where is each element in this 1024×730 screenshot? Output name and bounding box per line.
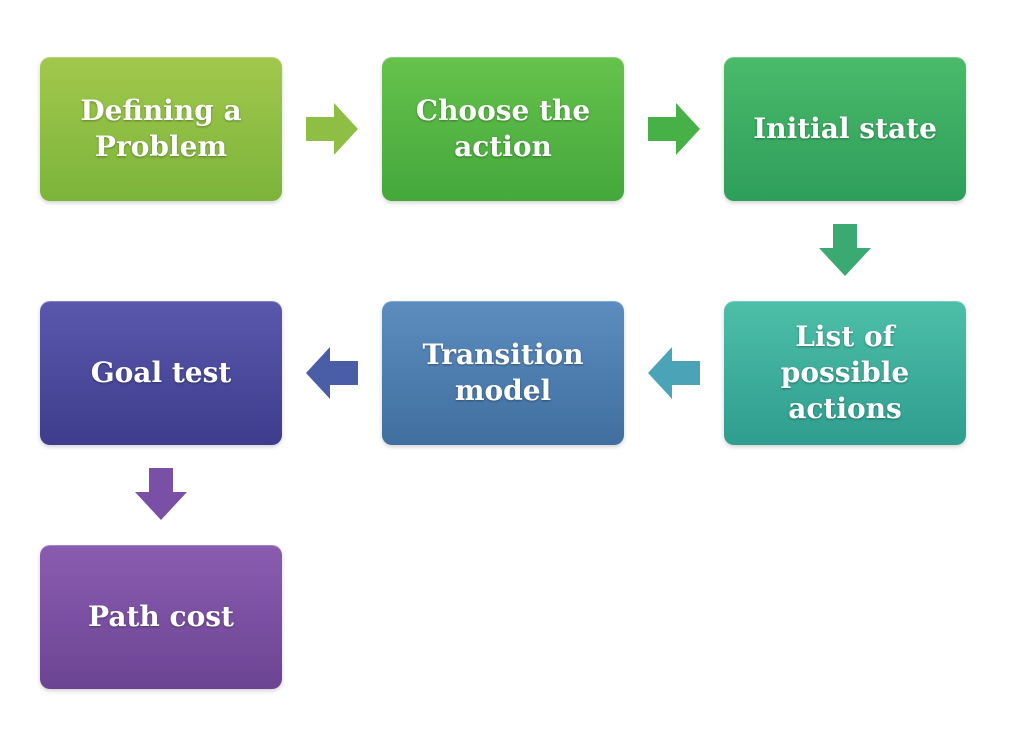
step-label: List of possible actions [780, 320, 910, 425]
step-transition-model: Transition model [382, 301, 624, 445]
arrow-down-icon [815, 220, 875, 280]
arrow-left-icon [302, 343, 362, 403]
step-path-cost: Path cost [40, 545, 282, 689]
step-goal-test: Goal test [40, 301, 282, 445]
arrow-right-icon [644, 99, 704, 159]
step-label: Initial state [753, 112, 937, 145]
step-label: Choose the action [415, 94, 591, 163]
arrow-right-icon [302, 99, 362, 159]
step-label: Path cost [88, 600, 234, 633]
step-defining-a-problem: Defining a Problem [40, 57, 282, 201]
step-label: Defining a Problem [80, 94, 242, 163]
step-initial-state: Initial state [724, 57, 966, 201]
step-label: Transition model [422, 338, 584, 407]
step-label: Goal test [90, 356, 232, 389]
arrow-down-icon [131, 464, 191, 524]
step-choose-the-action: Choose the action [382, 57, 624, 201]
step-list-of-possible-actions: List of possible actions [724, 301, 966, 445]
arrow-left-icon [644, 343, 704, 403]
